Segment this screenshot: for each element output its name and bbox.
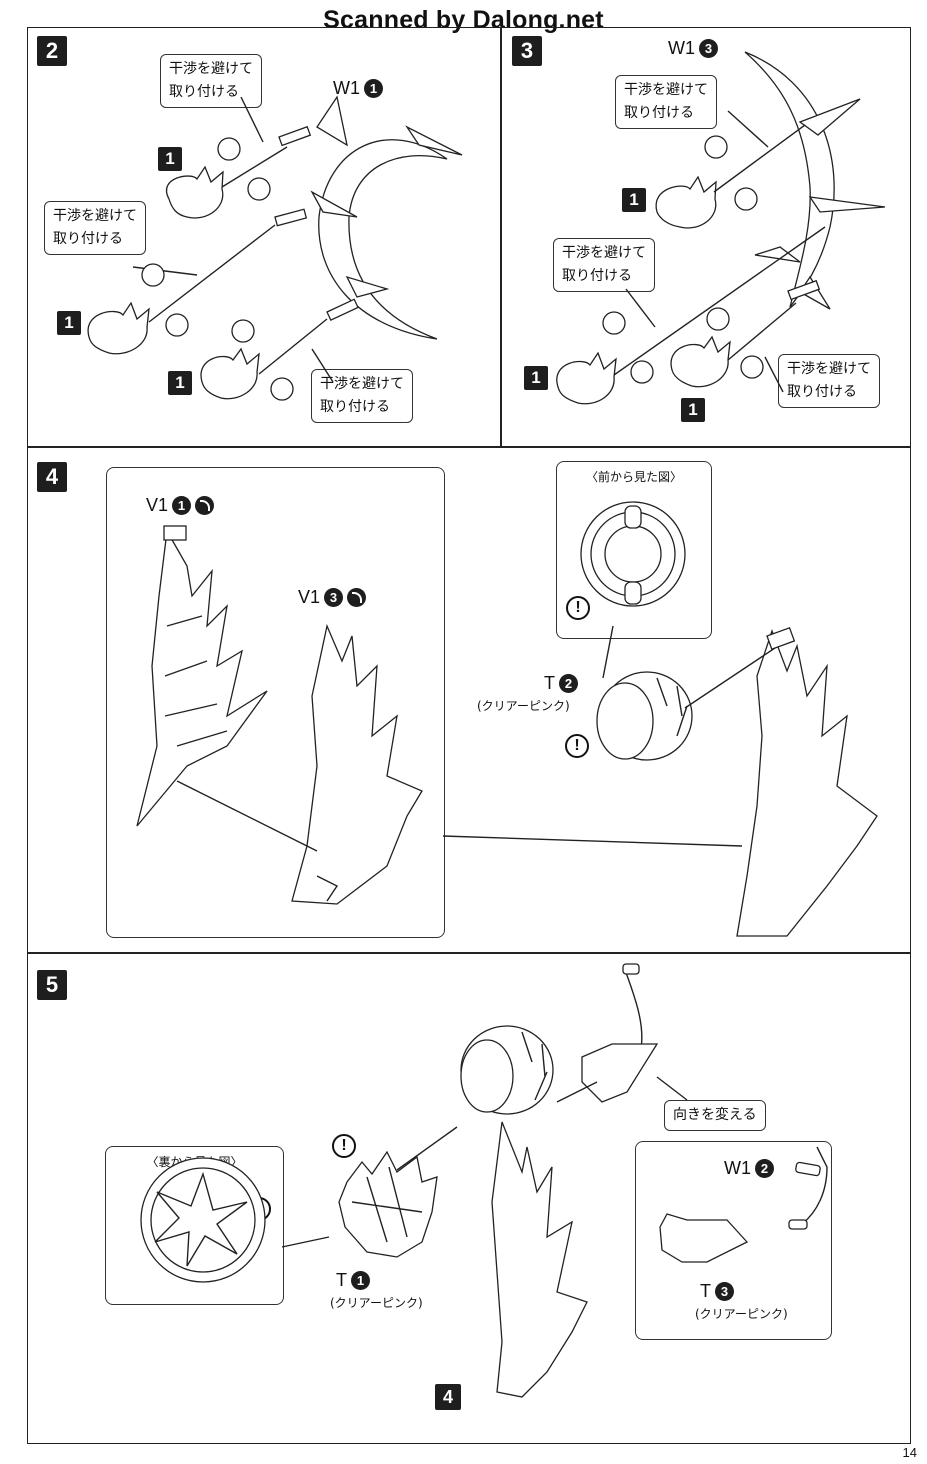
step-3-number: 3: [512, 36, 542, 66]
warning-icon: !: [565, 734, 589, 758]
part-code: V1: [298, 587, 321, 607]
scan-watermark: Scanned by Dalong.net: [323, 6, 604, 34]
part-code: T: [700, 1281, 711, 1301]
step-2-part-label: W1 1: [333, 78, 383, 99]
step-2-callout-top: 干渉を避けて 取り付ける: [160, 54, 262, 108]
step-3-panel: [500, 27, 911, 448]
part-code: W1: [333, 78, 360, 98]
step-3-qty-3: 1: [681, 398, 705, 422]
step-2-illustration: [87, 95, 463, 401]
step-5-ref-step: 4: [435, 1384, 461, 1410]
part-code: W1: [668, 38, 695, 58]
part-code: T: [544, 673, 555, 693]
step-5-w1-label: W1 2: [724, 1158, 774, 1179]
step-5-panel: [27, 952, 911, 1444]
step-2-qty-2: 1: [57, 311, 81, 335]
part-number: 1: [351, 1271, 370, 1290]
step-5-t1-label: T 1: [336, 1270, 370, 1291]
part-code: W1: [724, 1158, 751, 1178]
step-4-part-a-label: V1 1: [146, 495, 215, 516]
step-2-callout-bottom: 干渉を避けて 取り付ける: [311, 369, 413, 423]
step-4-number: 4: [37, 462, 67, 492]
step-3-part-label: W1 3: [668, 38, 718, 59]
step-2-callout-left: 干渉を避けて 取り付ける: [44, 201, 146, 255]
part-code: T: [336, 1270, 347, 1290]
step-4-illustration: [136, 501, 878, 937]
step-2-number: 2: [37, 36, 67, 66]
step-5-t1-color: (クリアーピンク): [330, 1296, 423, 1310]
warning-icon: !: [332, 1134, 356, 1158]
step-4-panel: [27, 446, 911, 954]
part-code: V1: [146, 495, 169, 515]
step-3-qty-1: 1: [622, 188, 646, 212]
step-3-illustration: [556, 51, 886, 405]
step-5-illustration: [140, 963, 828, 1398]
step-2-qty-3: 1: [168, 371, 192, 395]
step-3-callout-top: 干渉を避けて 取り付ける: [615, 75, 717, 129]
nub-cut-icon: [195, 496, 215, 515]
step-5-t3-color: (クリアーピンク): [695, 1307, 788, 1321]
front-view-title: 〈前から見た図〉: [585, 470, 682, 484]
step-3-callout-mid: 干渉を避けて 取り付ける: [553, 238, 655, 292]
part-number: 2: [755, 1159, 774, 1178]
part-number: 1: [172, 496, 192, 515]
step-3-qty-2: 1: [524, 366, 548, 390]
step-5-t3-label: T 3: [700, 1281, 734, 1302]
step-5-number: 5: [37, 970, 67, 1000]
part-number: 3: [715, 1282, 734, 1301]
warning-icon: !: [566, 596, 590, 620]
step-4-part-b-label: V1 3: [298, 587, 367, 608]
page-number: 14: [902, 1445, 917, 1460]
part-number: 2: [559, 674, 578, 693]
step-3-callout-bottom: 干渉を避けて 取り付ける: [778, 354, 880, 408]
step-4-tip-color: (クリアーピンク): [477, 699, 570, 713]
step-4-tip-label: T 2: [544, 673, 578, 694]
part-number: 3: [324, 588, 344, 607]
part-number: 3: [699, 39, 718, 58]
step-2-qty-1: 1: [158, 147, 182, 171]
reverse-direction-callout: 向きを変える: [664, 1100, 766, 1131]
step-2-panel: [27, 27, 502, 448]
nub-cut-icon: [347, 588, 367, 607]
part-number: 1: [364, 79, 383, 98]
